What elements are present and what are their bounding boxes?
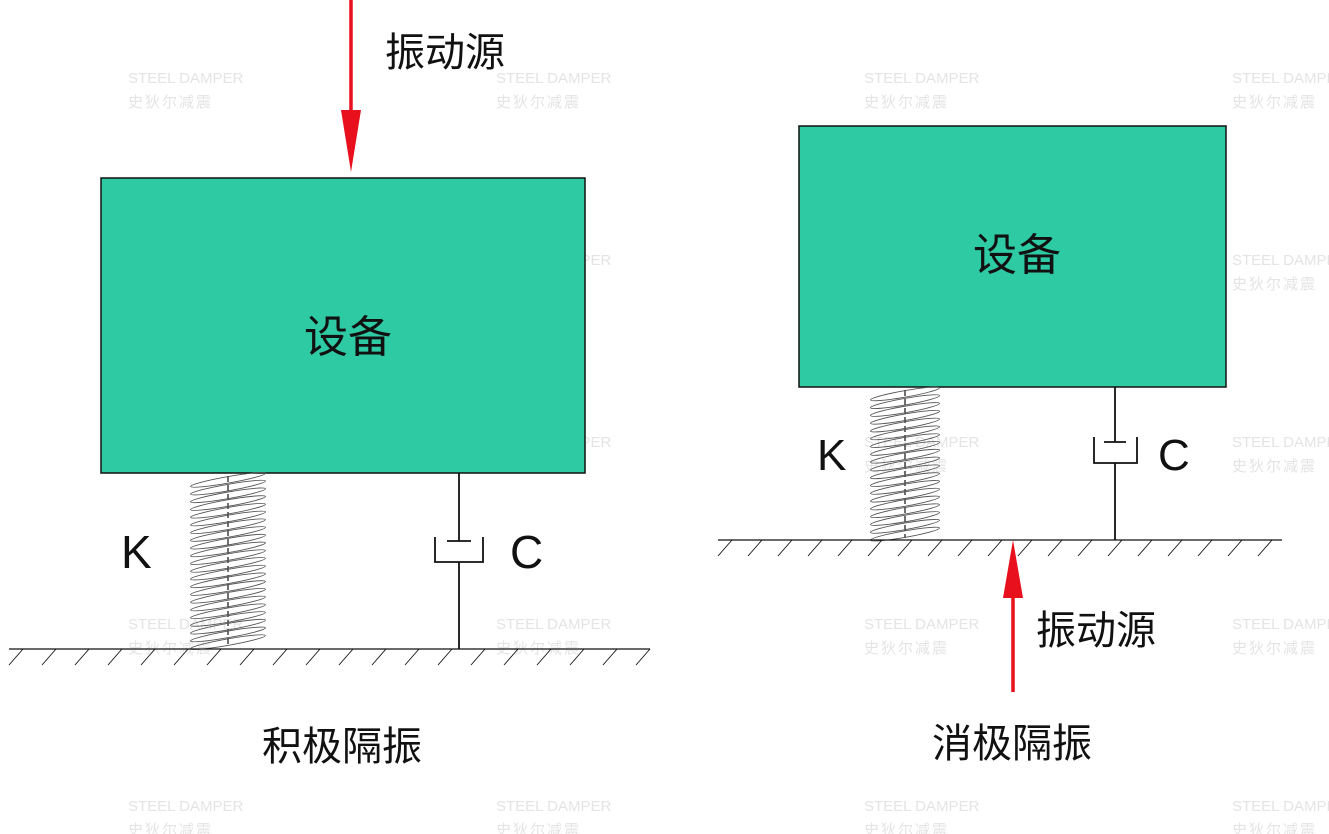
watermark-text: STEEL DAMPER [1232, 434, 1329, 451]
watermark-text: STEEL DAMPER [128, 616, 243, 633]
watermark-text: STEEL DAMPER [128, 70, 243, 87]
watermark-text-cn: 史狄尔减震 [1232, 275, 1317, 293]
active-spring [190, 472, 266, 650]
active-caption: 积极隔振 [262, 724, 422, 770]
watermark-text: STEEL DAMPER [864, 70, 979, 87]
passive-equipment-label: 设备 [973, 230, 1061, 281]
active-spring-label: K [121, 526, 152, 578]
passive-source-arrow [1003, 540, 1023, 692]
passive-equipment-block [798, 125, 1227, 388]
watermark-text: STEEL DAMPER [864, 616, 979, 633]
watermark-text-cn: 史狄尔减震 [864, 821, 949, 834]
active-equipment-label: 设备 [304, 312, 392, 363]
watermark-text-cn: 史狄尔减震 [1232, 639, 1317, 657]
watermark-text-cn: 史狄尔减震 [496, 821, 581, 834]
active-equipment-block [100, 177, 586, 474]
watermark-text: STEEL DAMPER [496, 798, 611, 815]
passive-isolation-diagram: 设备 K C 振动源 消极隔振 [717, 125, 1282, 767]
active-damper [434, 473, 484, 649]
active-ground [8, 648, 651, 666]
watermark-text: STEEL DAMPER [496, 70, 611, 87]
passive-ground [717, 539, 1282, 557]
watermark-text-cn: 史狄尔减震 [864, 93, 949, 111]
watermark-text: STEEL DAMPER [1232, 798, 1329, 815]
watermark-text: STEEL DAMPER [1232, 252, 1329, 269]
passive-spring-label: K [817, 431, 846, 480]
watermark-text: STEEL DAMPER [496, 616, 611, 633]
watermark-text-cn: 史狄尔减震 [1232, 821, 1317, 834]
watermark-text-cn: 史狄尔减震 [128, 639, 213, 657]
active-isolation-diagram: 振动源 设备 K C 积极隔振 [8, 0, 651, 770]
watermark-text: STEEL DAMPER [128, 798, 243, 815]
active-source-arrow [341, 0, 361, 172]
watermark-text-cn: 史狄尔减震 [496, 93, 581, 111]
passive-caption: 消极隔振 [932, 721, 1092, 767]
watermark-text-cn: 史狄尔减震 [1232, 93, 1317, 111]
watermark-text-cn: 史狄尔减震 [864, 639, 949, 657]
passive-spring [870, 386, 940, 542]
active-source-label: 振动源 [385, 30, 505, 76]
watermark-text-cn: 史狄尔减震 [1232, 457, 1317, 475]
passive-damper [1093, 387, 1138, 540]
watermark-text: STEEL DAMPER [864, 798, 979, 815]
watermark-text: STEEL DAMPER [1232, 616, 1329, 633]
watermark-text-cn: 史狄尔减震 [128, 821, 213, 834]
active-damper-label: C [510, 526, 543, 578]
passive-damper-label: C [1158, 431, 1190, 480]
watermark-text: STEEL DAMPER [1232, 70, 1329, 87]
watermark-text-cn: 史狄尔减震 [128, 93, 213, 111]
passive-source-label: 振动源 [1036, 608, 1156, 654]
watermark-text-cn: 史狄尔减震 [496, 639, 581, 657]
